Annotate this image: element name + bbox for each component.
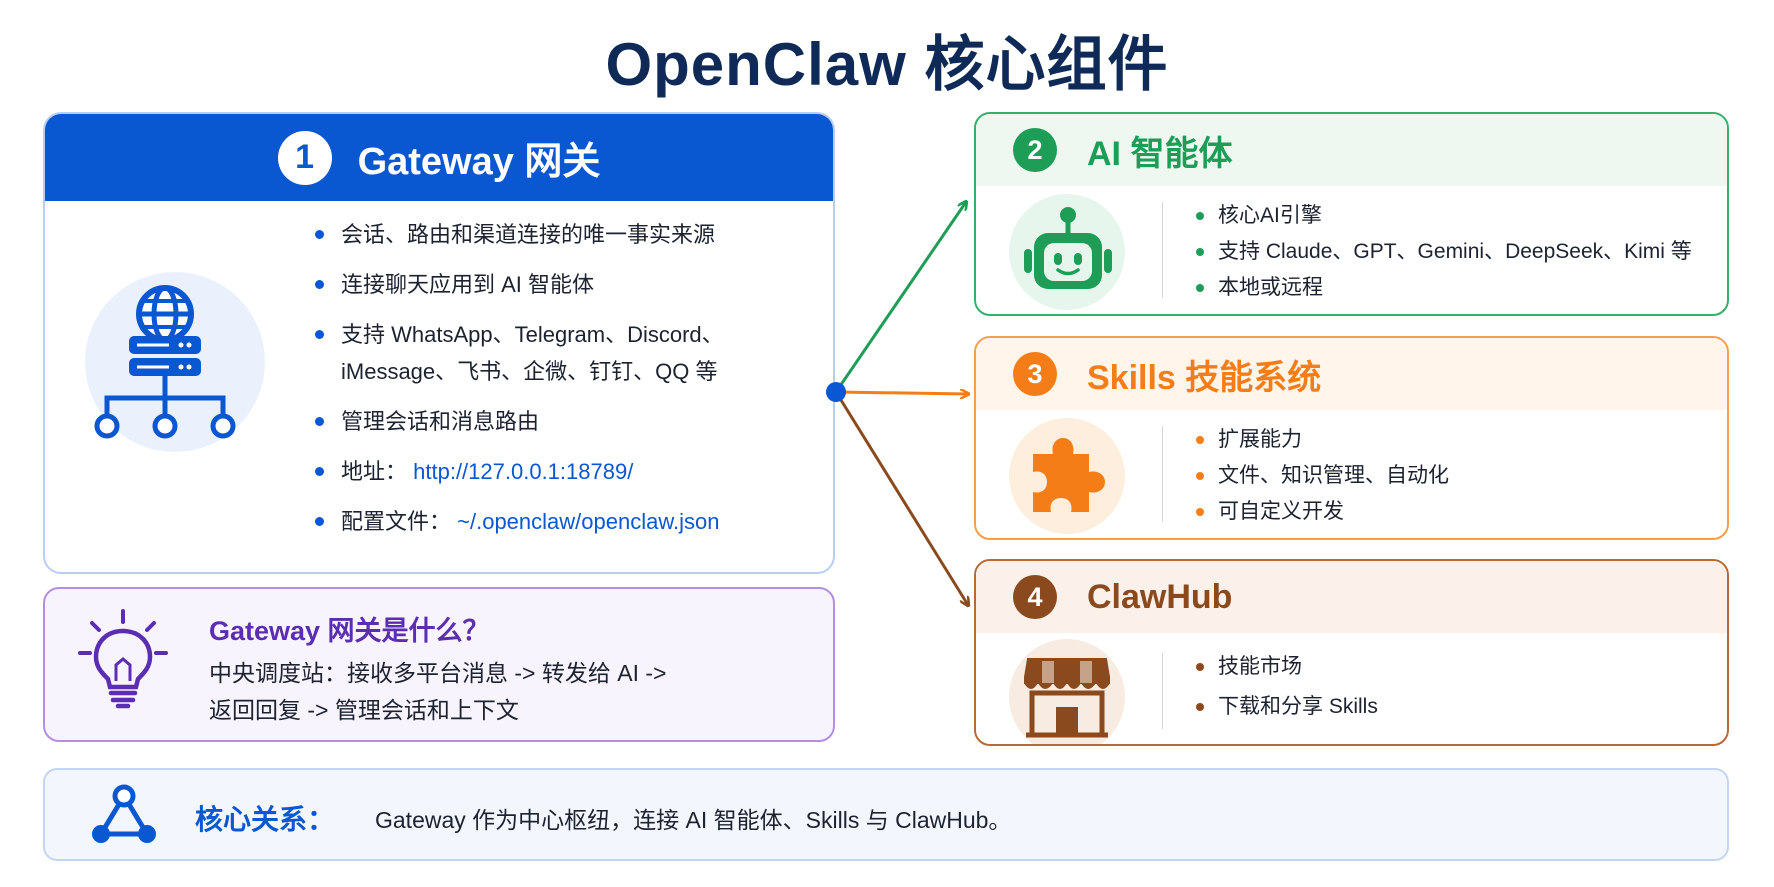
gateway-explainer-box: Gateway 网关是什么？ 中央调度站：接收多平台消息 -> 转发给 AI -… xyxy=(43,587,835,742)
gateway-number-badge: 1 xyxy=(277,130,332,185)
arrow-to-ai xyxy=(834,202,966,393)
gateway-panel: 1 Gateway 网关 会话、路由和渠道连接的唯一事实来源 连接聊天应用到 A… xyxy=(43,112,835,574)
gateway-feature-item: 会话、路由和渠道连接的唯一事实来源 xyxy=(313,216,813,253)
skills-feature-list: 扩展能力 文件、知识管理、自动化 可自定义开发 xyxy=(1196,422,1449,530)
ai-agent-feature-item: 支持 Claude、GPT、Gemini、DeepSeek、Kimi 等 xyxy=(1196,234,1692,270)
explainer-title: Gateway 网关是什么？ xyxy=(209,616,490,646)
core-relationship-text: Gateway 作为中心枢纽，连接 AI 智能体、Skills 与 ClawHu… xyxy=(375,807,1012,833)
skills-header: 3 Skills 技能系统 xyxy=(976,338,1727,410)
skills-feature-item: 文件、知识管理、自动化 xyxy=(1196,458,1449,494)
gateway-title: Gateway 网关 xyxy=(357,141,601,183)
skills-card: 3 Skills 技能系统 扩展能力 文件、知识管理、自动化 可自定义开发 xyxy=(974,336,1729,540)
gateway-address-item: 地址： http://127.0.0.1:18789/ xyxy=(313,453,813,490)
clawhub-number-badge: 4 xyxy=(1013,575,1057,619)
gateway-address-link[interactable]: http://127.0.0.1:18789/ xyxy=(413,459,634,484)
clawhub-header: 4 ClawHub xyxy=(976,561,1727,633)
skills-number-badge: 3 xyxy=(1013,352,1057,396)
gateway-header: 1 Gateway 网关 xyxy=(45,114,833,201)
gateway-config-path: ~/.openclaw/openclaw.json xyxy=(457,509,720,534)
network-nodes-icon xyxy=(92,784,156,843)
explainer-line1: 中央调度站：接收多平台消息 -> 转发给 AI -> xyxy=(209,660,667,686)
core-relationship-label: 核心关系： xyxy=(195,804,336,835)
storefront-icon xyxy=(1024,658,1110,738)
ai-agent-title: AI 智能体 xyxy=(1087,134,1233,173)
gateway-address-label: 地址： xyxy=(341,459,408,484)
ai-agent-number-badge: 2 xyxy=(1013,128,1057,172)
ai-agent-header: 2 AI 智能体 xyxy=(976,114,1727,186)
gateway-config-item: 配置文件： ~/.openclaw/openclaw.json xyxy=(313,503,813,540)
gateway-feature-item: 管理会话和消息路由 xyxy=(313,403,813,440)
clawhub-feature-item: 技能市场 xyxy=(1196,649,1378,685)
arrow-to-clawhub xyxy=(834,391,968,605)
arrow-origin-dot xyxy=(826,382,846,402)
gateway-platforms-line2: iMessage、飞书、企微、钉钉、QQ 等 xyxy=(341,359,718,384)
gateway-platforms-line1: 支持 WhatsApp、Telegram、Discord、 xyxy=(341,322,724,347)
ai-agent-separator xyxy=(1162,202,1163,298)
core-relationship-bar: 核心关系： Gateway 作为中心枢纽，连接 AI 智能体、Skills 与 … xyxy=(43,768,1729,861)
ai-agent-card: 2 AI 智能体 核心AI引擎 支持 Claude、GPT、Gemini、Dee… xyxy=(974,112,1729,316)
robot-icon xyxy=(1024,207,1112,289)
explainer-line2: 返回回复 -> 管理会话和上下文 xyxy=(209,697,519,723)
clawhub-card: 4 ClawHub 技能市场 下载和分享 Skills xyxy=(974,559,1729,746)
clawhub-feature-list: 技能市场 下载和分享 Skills xyxy=(1196,649,1378,729)
lightbulb-icon xyxy=(78,609,168,709)
ai-agent-feature-item: 本地或远程 xyxy=(1196,270,1692,306)
ai-agent-feature-item: 核心AI引擎 xyxy=(1196,198,1692,234)
page-title: OpenClaw 核心组件 xyxy=(605,31,1169,98)
clawhub-title: ClawHub xyxy=(1087,577,1233,616)
gateway-feature-list: 会话、路由和渠道连接的唯一事实来源 连接聊天应用到 AI 智能体 支持 What… xyxy=(313,216,813,553)
ai-agent-feature-list: 核心AI引擎 支持 Claude、GPT、Gemini、DeepSeek、Kim… xyxy=(1196,198,1692,306)
clawhub-separator xyxy=(1162,653,1163,729)
clawhub-feature-item: 下载和分享 Skills xyxy=(1196,689,1378,725)
skills-title: Skills 技能系统 xyxy=(1087,358,1322,397)
puzzle-icon xyxy=(1033,438,1105,512)
explainer-text: 中央调度站：接收多平台消息 -> 转发给 AI -> 返回回复 -> 管理会话和… xyxy=(209,655,769,729)
gateway-feature-item: 支持 WhatsApp、Telegram、Discord、 iMessage、飞… xyxy=(313,316,813,390)
skills-feature-item: 可自定义开发 xyxy=(1196,494,1449,530)
skills-feature-item: 扩展能力 xyxy=(1196,422,1449,458)
gateway-feature-item: 连接聊天应用到 AI 智能体 xyxy=(313,266,813,303)
gateway-config-label: 配置文件： xyxy=(341,509,452,534)
skills-separator xyxy=(1162,426,1163,522)
arrow-to-skills xyxy=(835,392,968,394)
server-globe-network-icon xyxy=(94,285,236,439)
